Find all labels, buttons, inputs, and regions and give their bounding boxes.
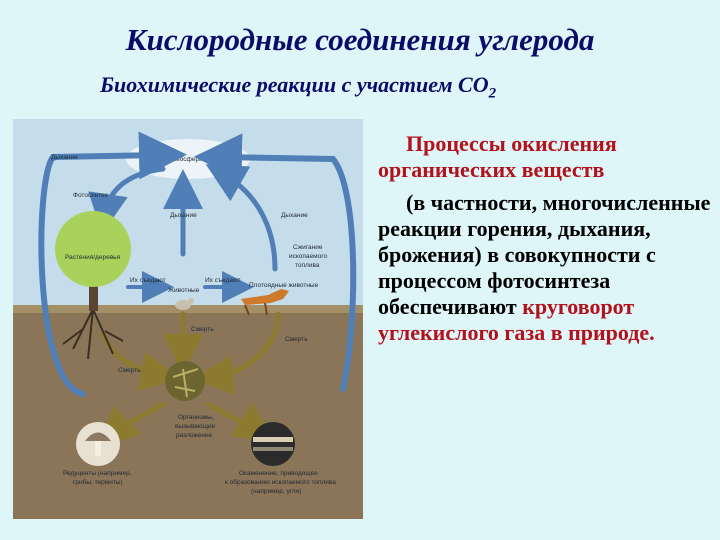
fossil-label-1: Окаменение, приводящее <box>239 470 318 477</box>
photosynthesis-arrow <box>88 166 166 234</box>
respiration-center-label: Дыхание <box>170 212 197 219</box>
subtitle-subscript: 2 <box>488 85 497 102</box>
coal-layers-circle <box>251 422 295 466</box>
death-right-label: Смерть <box>285 336 308 343</box>
fox-icon <box>241 289 289 305</box>
fossil-label-2: к образованию ископаемого топлива <box>225 478 336 486</box>
heading-line-2: органических веществ <box>378 157 605 182</box>
death-left-label: Смерть <box>118 367 141 374</box>
animals-label: Животные <box>168 287 200 294</box>
mushroom-icon <box>85 432 111 441</box>
subtitle-text: Биохимические реакции с участием СО <box>100 72 489 97</box>
photosynthesis-label: Фотосинтез <box>73 192 108 199</box>
rabbit-icon <box>175 300 191 310</box>
decomposition-arrow-right <box>205 401 275 443</box>
death-arrow-right <box>193 311 281 395</box>
plants-label: Растения/деревья <box>65 254 121 261</box>
outer-right-arrow <box>194 133 357 392</box>
body-text: (в частности, многочисленные реакции гор… <box>378 190 711 319</box>
decay-label-3: разложение <box>176 432 213 439</box>
fuel-burning-label-2: ископаемого <box>289 253 327 260</box>
page-subtitle: Биохимические реакции с участием СО2 <box>100 72 496 102</box>
reducers-label-1: Редуценты (например, <box>63 470 132 477</box>
decay-label-2: вызывающие <box>175 423 216 430</box>
outer-left-arrow <box>38 131 187 397</box>
reducers-label-2: грибы, термиты) <box>73 478 123 486</box>
carbon-cycle-diagram: Атмосфера Растения/деревья Дыхание Фотос… <box>13 119 363 519</box>
highlight-text: круговорот углекислого газа в природе. <box>378 294 655 345</box>
page-title: Кислородные соединения углерода <box>125 22 595 57</box>
heading-line-1: Процессы окисления <box>406 131 617 156</box>
fuel-burning-label-1: Сжигание <box>293 244 323 251</box>
respiration-right-arrow <box>205 164 278 272</box>
explanation-body: (в частности, многочисленные реакции гор… <box>378 190 713 346</box>
eaten-label-2: Их съедают <box>205 277 241 284</box>
eaten-label-1: Их съедают <box>130 277 166 284</box>
fuel-burning-label-3: топлива <box>295 262 320 269</box>
atmosphere-label: Атмосфера <box>168 156 203 163</box>
carnivores-label: Плотоядные животные <box>249 282 319 289</box>
decay-label-1: Организмы, <box>178 414 214 421</box>
death-center-label: Смерть <box>191 326 214 333</box>
tree-roots <box>62 308 124 360</box>
tree-crown <box>55 211 131 287</box>
fossil-label-3: (например, угля) <box>251 488 301 495</box>
respiration-right-label: Дыхание <box>281 212 308 219</box>
respiration-left-label: Дыхание <box>51 154 78 161</box>
